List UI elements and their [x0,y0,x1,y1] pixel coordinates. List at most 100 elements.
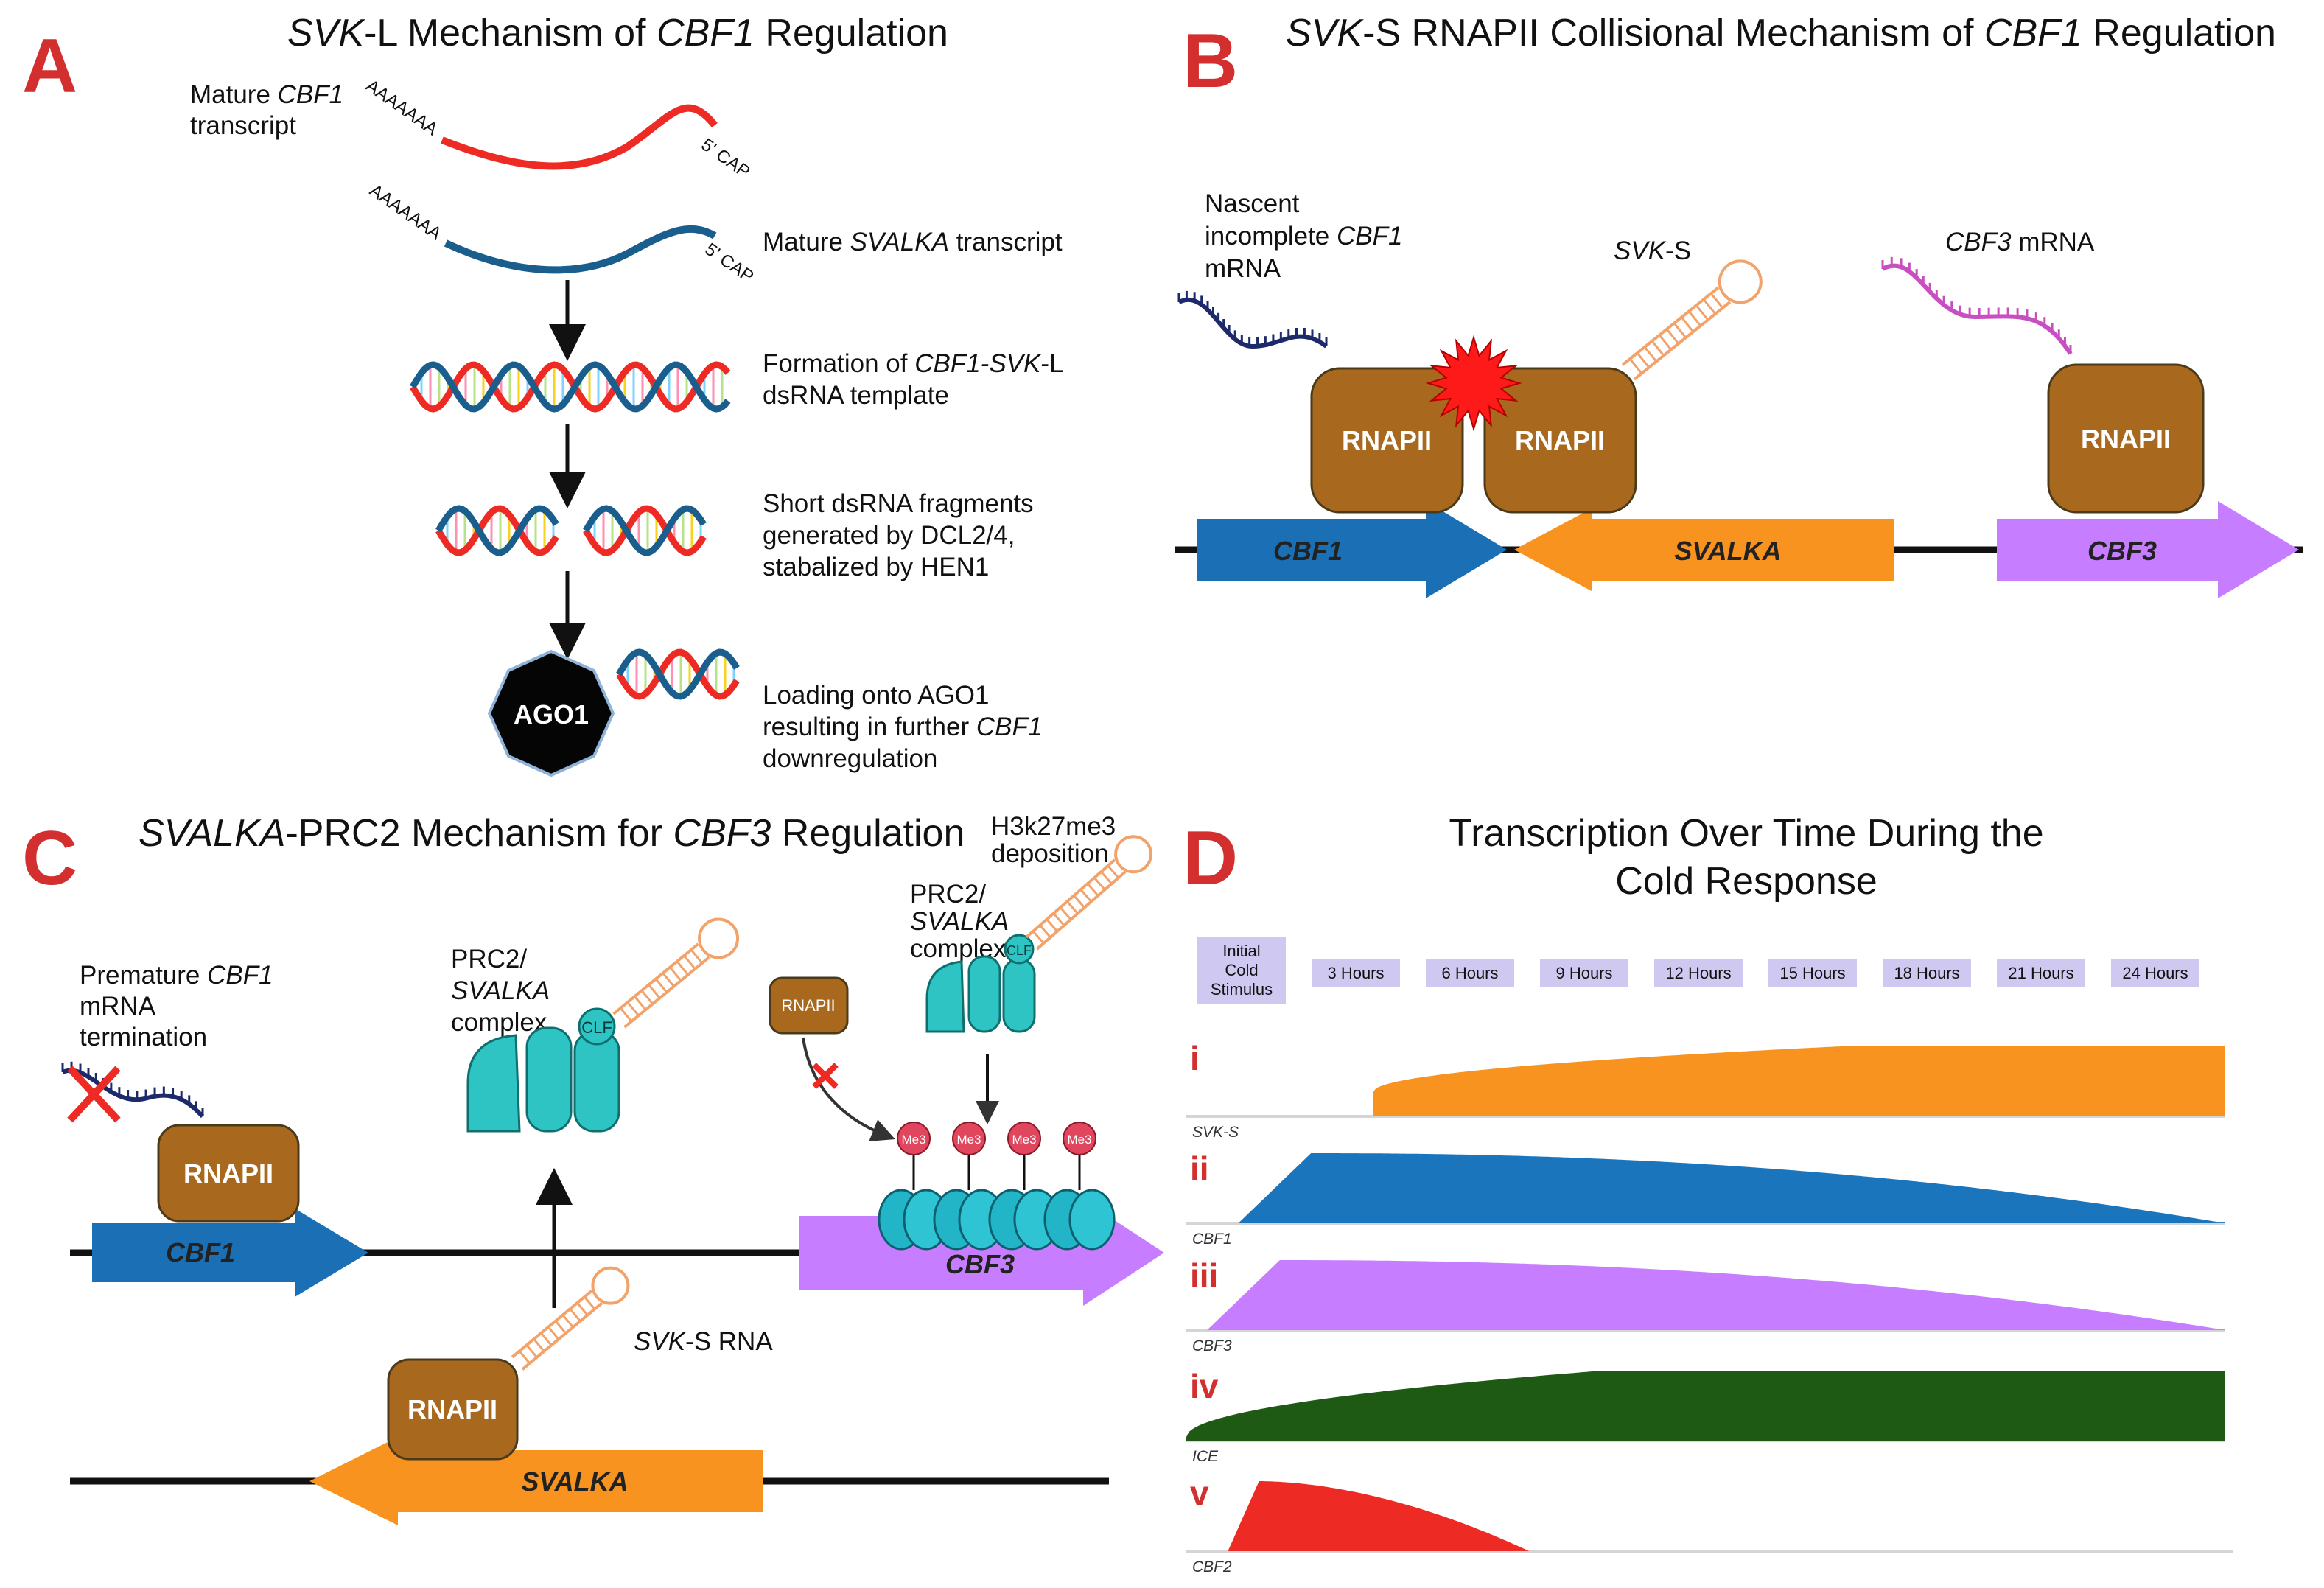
stem-rung [626,1001,640,1017]
prc2-center-line1: PRC2/ [451,945,527,973]
svks-rna-label: SVK-S RNA [634,1327,773,1356]
ago1-octagon [487,649,615,777]
stem-rung [1702,298,1717,315]
panel-c-title: SVALKA-PRC2 Mechanism for CBF3 Regulatio… [139,812,965,855]
fragments-line3: stabalized by HEN1 [763,553,989,581]
prc2-complex-right: CLF [925,934,1036,1033]
dsrna-fragment-1 [435,505,559,556]
timepoint-label: Stimulus [1211,980,1273,998]
panel-d: D Transcription Over Time During the Col… [1183,812,2233,1575]
svalka-cap: 5' CAP [701,239,757,287]
stem-rung [540,1332,553,1346]
panel-a: A SVK-L Mechanism of CBF1 Regulation Mat… [22,12,1063,777]
svalka-transcript-strand [444,225,717,274]
rnapii-small-label: RNAPII [781,996,835,1015]
row-numeral: ii [1190,1150,1209,1188]
curve-cbf2 [1228,1481,1530,1551]
stem-rung [525,1344,538,1358]
curve-cbf3 [1207,1260,2225,1330]
me3-label: Me3 [1012,1133,1036,1147]
blocked-arrow [802,1037,895,1141]
helix-strand-blue [410,361,731,413]
cbf1-gene-arrow-b [1197,501,1507,598]
mature-svalka-label: Mature SVALKA transcript [763,228,1063,256]
cbf1-transcript-strand [441,104,718,170]
helix-strand-red [583,505,707,556]
stem-strand [1633,301,1732,381]
fragments-line2: generated by DCL2/4, [763,521,1015,550]
timepoint-box [2111,959,2199,987]
nascent-line3: mRNA [1205,254,1281,283]
stem-rung [1709,293,1724,309]
termination-x-icon-stroke [67,1066,121,1123]
cbf1-cap: 5' CAP [698,135,754,183]
stem-rung [1680,316,1695,333]
timepoint-label: 3 Hours [1327,964,1384,982]
stem-rung [669,966,682,982]
stem-rung [1039,924,1051,938]
stem-rung [518,1350,531,1365]
stem-rung [561,1314,574,1328]
stem-rung [676,960,689,976]
me3-mark [952,1122,986,1155]
cbf3-gene-label-b: CBF3 [2087,536,2157,566]
dsrna-step-label: Formation of CBF1-SVK-L [763,349,1063,378]
premature-line1: Premature CBF1 [80,961,273,990]
cbf1-polya-tail: AAAAAAA [363,76,441,139]
stem-rung [554,1320,567,1335]
helix-strand-red [410,361,731,413]
nascent-cbf1-rna [1177,298,1328,349]
timepoint-label: 18 Hours [1894,964,1959,982]
dsrna-step-label-line2: dsRNA template [763,381,949,410]
terminated-rna-ticks [61,1061,204,1116]
stem-rung [584,1295,596,1310]
stem-rung [1100,871,1113,885]
cbf1-gene-arrow-c [92,1209,368,1297]
nucleosome [1068,1189,1116,1251]
svalka-polya-tail: AAAAAAA [366,181,445,244]
stem-rung [569,1308,581,1322]
row-numeral: i [1190,1039,1200,1077]
panel-c: C SVALKA-PRC2 Mechanism for CBF3 Regulat… [22,812,1164,1525]
timepoint-label: Cold [1225,961,1258,979]
rnapii-small-box [769,976,849,1035]
rnapii-box-cbf1 [1310,367,1464,514]
rnapii-label-1: RNAPII [1342,425,1432,455]
helix-strand-red [616,648,740,700]
rnapii-box-cbf3 [2047,363,2205,514]
svks-stem-loop-icon [1621,259,1763,381]
timepoint-box [1426,959,1514,987]
svalka-gene-label-c: SVALKA [521,1466,628,1497]
stem-rung [547,1326,560,1340]
stem-rung [1673,322,1687,339]
stem-rung [1073,895,1085,909]
ago-step-line2: resulting in further CBF1 [763,713,1042,741]
row-numeral: iv [1190,1367,1219,1405]
h3k27-line1: H3k27me3 [991,812,1116,841]
cbf1-gene-label-c: CBF1 [166,1237,235,1267]
timepoint-label: 9 Hours [1555,964,1612,982]
stem-rung [640,990,654,1005]
rnapii-label-c-2: RNAPII [407,1394,497,1424]
ago-step-line3: downregulation [763,744,937,773]
timepoint-box [1540,959,1628,987]
row-numeral: v [1190,1474,1209,1512]
curve-cbf1 [1238,1153,2225,1223]
cbf3-gene-label-c: CBF3 [945,1249,1015,1279]
cbf3-mrna-strand [1881,263,2073,355]
timepoint-label: 15 Hours [1779,964,1845,982]
clf-label-right: CLF [1007,943,1032,958]
timepoint-box [1197,937,1286,1004]
stem-rung [1658,334,1673,351]
timepoint-box [1883,959,1971,987]
prc2-complex-center: CLF [466,1007,620,1133]
ago-step-line1: Loading onto AGO1 [763,681,989,710]
timepoint-label: Initial [1222,942,1260,960]
timepoint-box [1997,959,2085,987]
stem-rung [1665,328,1680,345]
svalka-gene-label-b: SVALKA [1674,536,1781,566]
prc2-right-line1: PRC2/ [910,880,986,909]
fragments-line1: Short dsRNA fragments [763,489,1034,518]
